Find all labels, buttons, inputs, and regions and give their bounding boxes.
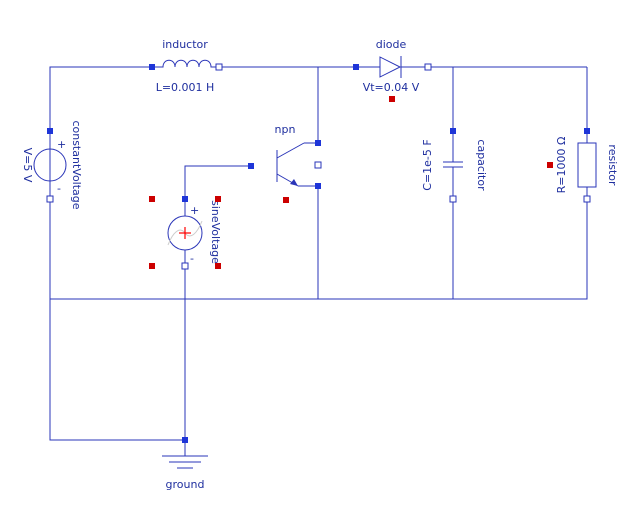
- constant-voltage-name-label: constantVoltage: [70, 120, 83, 209]
- capacitor-pin-n[interactable]: [449, 195, 457, 203]
- constant-voltage-param-label: V=5 V: [21, 148, 34, 183]
- sine-voltage-component[interactable]: + - sineVoltage: [149, 196, 222, 270]
- ground-pin[interactable]: [182, 437, 188, 443]
- resistor-component[interactable]: R=1000 Ω resistor: [547, 128, 619, 203]
- inductor-component[interactable]: inductor L=0.001 H: [149, 38, 223, 94]
- npn-pin-base[interactable]: [248, 163, 254, 169]
- constant-voltage-pin-n[interactable]: [46, 195, 54, 203]
- resistor-pin-n[interactable]: [583, 195, 591, 203]
- constant-voltage-component[interactable]: + - V=5 V constantVoltage: [21, 120, 83, 209]
- resistor-selection-handle[interactable]: [547, 162, 553, 168]
- resistor-param-label: R=1000 Ω: [555, 137, 568, 194]
- sine-voltage-handle-bottom-right[interactable]: [215, 263, 221, 269]
- sine-voltage-pin-n[interactable]: [181, 262, 189, 270]
- sine-voltage-name-label: sineVoltage: [209, 200, 222, 264]
- npn-pin-emitter[interactable]: [315, 183, 321, 189]
- npn-emitter-arrow: [290, 179, 298, 186]
- inductor-coil: [152, 59, 219, 68]
- diode-triangle: [379, 56, 402, 78]
- sine-voltage-handle-top-right[interactable]: [215, 196, 221, 202]
- capacitor-component[interactable]: C=1e-5 F capacitor: [421, 128, 488, 203]
- sine-voltage-minus: -: [190, 252, 194, 265]
- constant-voltage-minus: -: [57, 182, 61, 195]
- sine-voltage-handle-bottom-left[interactable]: [149, 263, 155, 269]
- npn-component[interactable]: npn: [248, 123, 322, 203]
- npn-selection-handle[interactable]: [283, 197, 289, 203]
- wires: [49, 66, 588, 441]
- inductor-pin-p[interactable]: [149, 64, 155, 70]
- inductor-name-label: inductor: [162, 38, 208, 51]
- wire-left-to-ground[interactable]: [49, 299, 185, 441]
- resistor-body: [577, 142, 597, 188]
- npn-pin-collector[interactable]: [315, 140, 321, 146]
- capacitor-pin-p[interactable]: [450, 128, 456, 134]
- sine-voltage-pin-p[interactable]: [182, 196, 188, 202]
- resistor-pin-p[interactable]: [584, 128, 590, 134]
- npn-name-label: npn: [275, 123, 296, 136]
- diode-name-label: diode: [376, 38, 407, 51]
- resistor-name-label: resistor: [606, 144, 619, 186]
- diode-pin-p[interactable]: [353, 64, 359, 70]
- diode-component[interactable]: diode Vt=0.04 V: [353, 38, 432, 102]
- capacitor-name-label: capacitor: [475, 139, 488, 191]
- diode-pin-n[interactable]: [424, 63, 432, 71]
- capacitor-param-label: C=1e-5 F: [421, 139, 434, 190]
- sine-voltage-plus: +: [190, 204, 199, 217]
- npn-collector-lead: [276, 142, 305, 159]
- ground-name-label: ground: [166, 478, 205, 491]
- diode-param-label: Vt=0.04 V: [363, 81, 420, 94]
- constant-voltage-pin-p[interactable]: [47, 128, 53, 134]
- npn-pin-bulk[interactable]: [314, 161, 322, 169]
- ground-component[interactable]: ground: [162, 437, 208, 491]
- wire-npn-base[interactable]: [184, 165, 251, 199]
- inductor-param-label: L=0.001 H: [156, 81, 215, 94]
- wire-top-left[interactable]: [49, 66, 152, 131]
- constant-voltage-plus: +: [57, 138, 66, 151]
- sine-voltage-handle-top-left[interactable]: [149, 196, 155, 202]
- diode-selection-handle[interactable]: [389, 96, 395, 102]
- inductor-pin-n[interactable]: [215, 63, 223, 71]
